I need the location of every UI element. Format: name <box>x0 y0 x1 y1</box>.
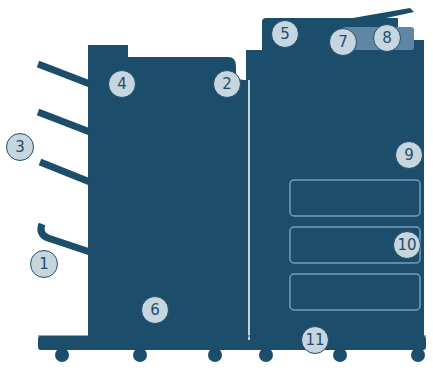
output-tray <box>38 64 90 84</box>
output-tray <box>38 112 90 132</box>
paper-drawer <box>290 227 420 263</box>
wheel <box>208 348 222 362</box>
wheel <box>259 348 273 362</box>
wheel <box>55 348 69 362</box>
callout-number: 10 <box>393 231 421 259</box>
wheel <box>411 348 425 362</box>
output-trays <box>38 64 90 252</box>
wheel <box>333 348 347 362</box>
callout-number: 2 <box>213 70 241 98</box>
wheel <box>133 348 147 362</box>
callout-number: 5 <box>271 20 299 48</box>
callout-number: 3 <box>6 133 34 161</box>
callout-number: 4 <box>108 70 136 98</box>
base-edge <box>38 336 426 337</box>
base <box>38 336 426 350</box>
paper-drawer <box>290 274 420 310</box>
printer-body <box>38 8 426 362</box>
finisher-unit <box>88 45 252 340</box>
callout-number: 1 <box>30 250 58 278</box>
paper-drawers <box>290 180 420 310</box>
callout-number: 7 <box>329 28 357 56</box>
output-tray <box>41 224 90 252</box>
paper-drawer <box>290 180 420 216</box>
callout-number: 11 <box>301 326 329 354</box>
callout-number: 6 <box>141 296 169 324</box>
unit-seam <box>248 80 250 340</box>
callout-number: 8 <box>373 24 401 52</box>
main-unit <box>246 18 424 340</box>
output-tray <box>40 162 90 182</box>
adf-tray <box>330 8 414 28</box>
callout-number: 9 <box>395 141 423 169</box>
